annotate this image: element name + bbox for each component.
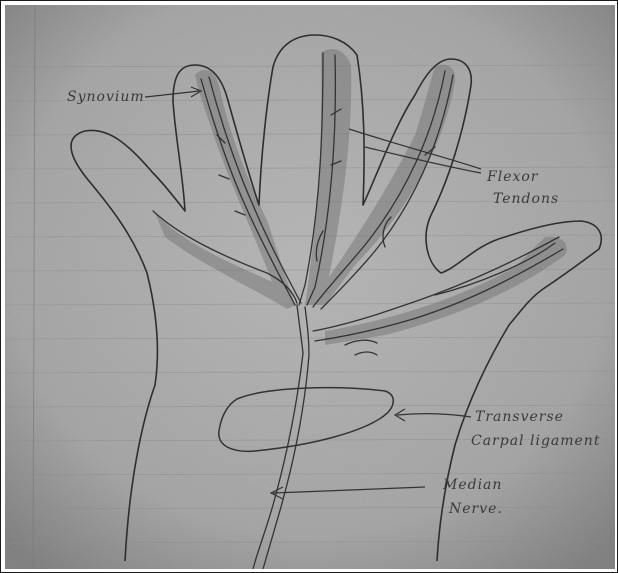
hand-anatomy-sketch: Synovium Flexor Tendons Transverse Carpa…	[5, 5, 615, 569]
label-nerve: Nerve.	[448, 501, 503, 517]
label-transverse: Transverse	[475, 409, 564, 425]
label-synovium: Synovium	[67, 89, 145, 105]
notebook-paper: Synovium Flexor Tendons Transverse Carpa…	[5, 5, 615, 569]
label-flexor: Flexor	[486, 169, 539, 185]
label-tendons: Tendons	[493, 191, 559, 207]
label-median: Median	[442, 477, 502, 493]
label-carpal-ligament: Carpal ligament	[471, 433, 600, 449]
